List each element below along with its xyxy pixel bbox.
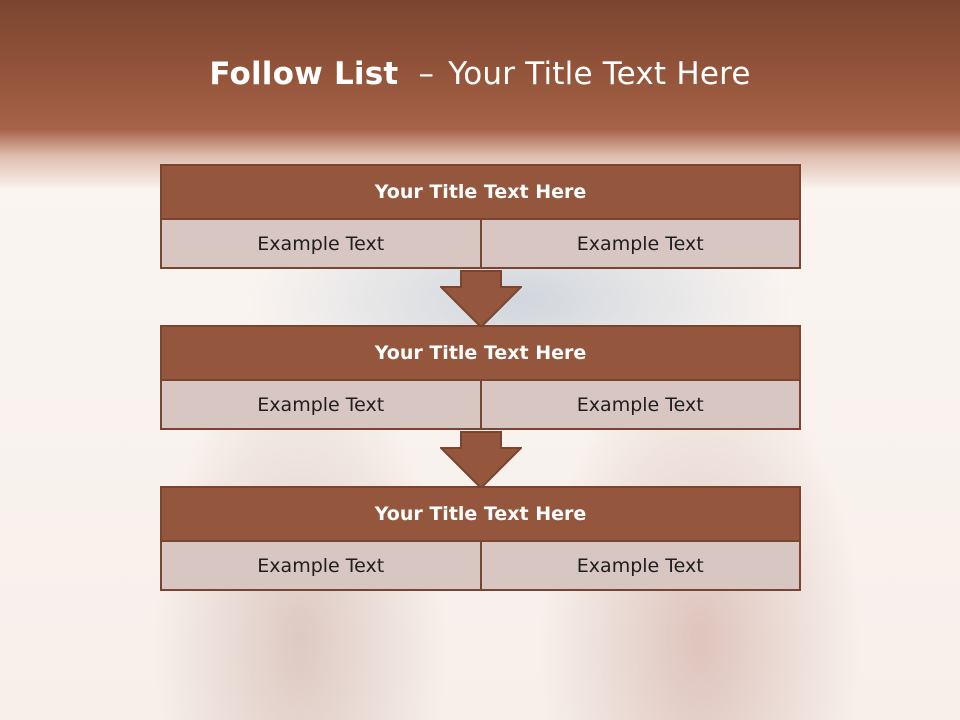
title-bar	[0, 0, 960, 190]
block-row: Example Text Example Text	[160, 381, 801, 430]
block-cell-right: Example Text	[479, 220, 799, 267]
slide-title: Follow List – Your Title Text Here	[0, 56, 960, 92]
block-title: Your Title Text Here	[160, 164, 801, 220]
slide-title-rest: Your Title Text Here	[448, 56, 751, 92]
block-cell-right: Example Text	[479, 381, 799, 428]
list-block-3: Your Title Text Here Example Text Exampl…	[160, 486, 801, 592]
block-title: Your Title Text Here	[160, 486, 801, 542]
block-cell-left: Example Text	[162, 220, 480, 267]
down-arrow-icon	[440, 431, 522, 489]
slide-title-dash: –	[418, 56, 435, 92]
slide-title-bold: Follow List	[209, 56, 399, 92]
block-cell-left: Example Text	[162, 542, 480, 589]
block-row: Example Text Example Text	[160, 220, 801, 269]
list-block-1: Your Title Text Here Example Text Exampl…	[160, 164, 801, 272]
block-title: Your Title Text Here	[160, 325, 801, 381]
block-cell-right: Example Text	[479, 542, 799, 589]
block-row: Example Text Example Text	[160, 542, 801, 591]
down-arrow-icon	[440, 270, 522, 328]
block-cell-left: Example Text	[162, 381, 480, 428]
list-block-2: Your Title Text Here Example Text Exampl…	[160, 325, 801, 433]
